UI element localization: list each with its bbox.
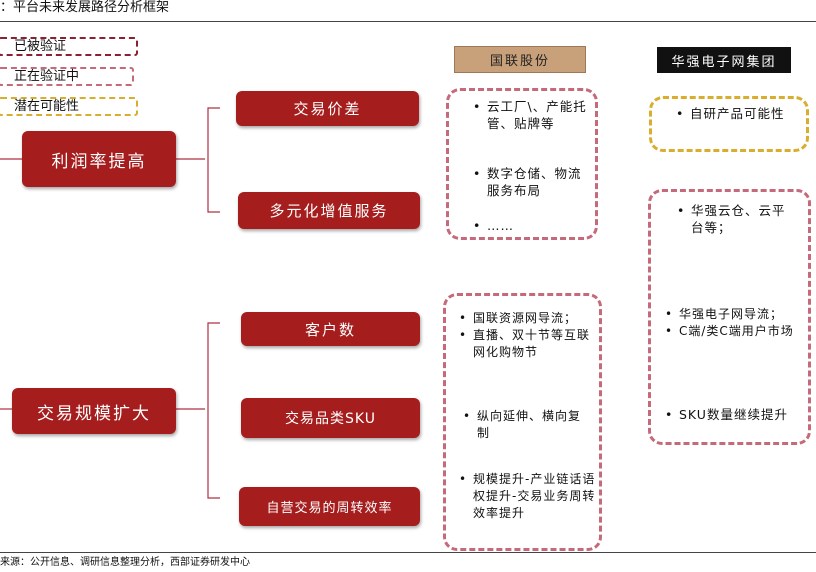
list-item: •自研产品可能性 [676, 106, 785, 121]
bracket-scale [176, 322, 220, 499]
list-item: •国联资源网导流； [459, 311, 578, 325]
trade-spread-box: 交易价差 [236, 91, 419, 126]
header-huaqiang: 华强电子网集团 [657, 47, 791, 73]
list-item: •云工厂\、产能托管、贴牌等 [473, 99, 587, 131]
list-item: •华强电子网导流； [665, 307, 784, 321]
list-item: •…… [473, 218, 514, 233]
bottom-rule [0, 552, 816, 553]
legend-potential: 潜在可能性 [0, 97, 138, 116]
list-item: •规模提升-产业链话语权提升-交易业务周转效率提升 [459, 472, 596, 520]
guolian-services-box: •云工厂\、产能托管、贴牌等 •数字仓储、物流服务布局 •…… [446, 88, 598, 240]
figure-title: ：平台未来发展路径分析框架 [0, 0, 170, 15]
profit-margin-box: 利润率提高 [22, 131, 176, 187]
source-note: 来源：公开信息、调研信息整理分析，西部证券研发中心 [0, 557, 250, 568]
list-item: •直播、双十节等互联网化购物节 [459, 328, 591, 359]
list-item: •纵向延伸、横向复制 [463, 409, 582, 440]
list-item: •SKU数量继续提升 [665, 407, 788, 422]
huaqiang-services-box: •华强云仓、云平台等； •华强电子网导流； •C端/类C端用户市场 •SKU数量… [648, 189, 811, 445]
customer-count-box: 客户数 [241, 312, 420, 346]
huaqiang-rd-box: •自研产品可能性 [649, 96, 809, 152]
legend-verifying: 正在验证中 [0, 67, 134, 86]
value-added-services-box: 多元化增值服务 [238, 192, 420, 229]
legend-verified: 已被验证 [0, 37, 138, 56]
list-item: •华强云仓、云平台等； [677, 203, 786, 235]
list-item: •数字仓储、物流服务布局 [473, 166, 582, 198]
header-guolian: 国联股份 [454, 46, 586, 73]
sku-category-box: 交易品类SKU [241, 398, 420, 438]
top-rule [0, 21, 816, 22]
turnover-efficiency-box: 自营交易的周转效率 [239, 487, 420, 526]
list-item: •C端/类C端用户市场 [665, 324, 794, 338]
trade-scale-box: 交易规模扩大 [12, 388, 176, 434]
bracket-profit [176, 107, 220, 213]
guolian-scale-box: •国联资源网导流； •直播、双十节等互联网化购物节 •纵向延伸、横向复制 •规模… [443, 293, 602, 551]
